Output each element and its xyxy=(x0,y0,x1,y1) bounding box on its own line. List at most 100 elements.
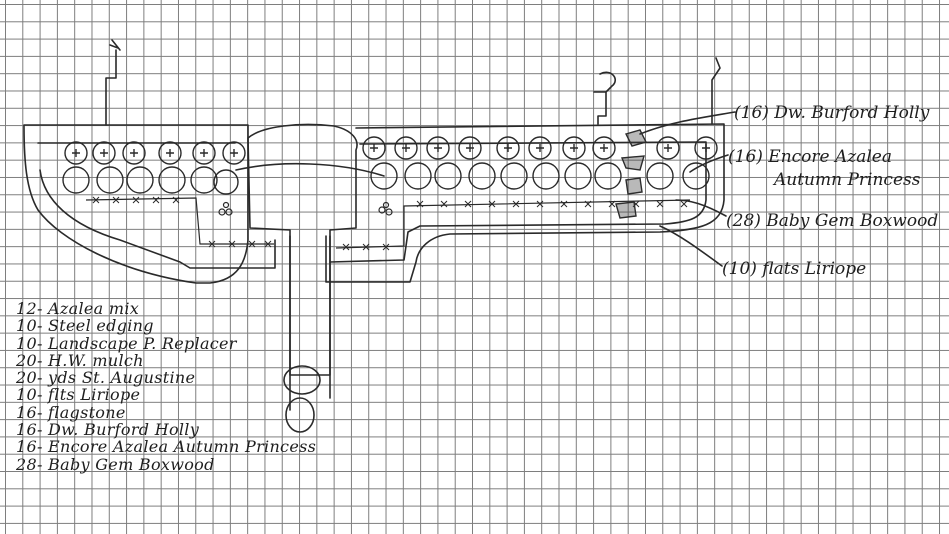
materials-item: 28- Baby Gem Boxwood xyxy=(16,454,215,474)
callout-liriope: (10) flats Liriope xyxy=(722,259,867,279)
azalea-symbol xyxy=(682,162,710,190)
callout-azalea-line1: (16) Encore Azalea xyxy=(728,147,893,167)
flagstone-fill xyxy=(622,156,644,170)
edging-x-mark xyxy=(92,196,100,204)
downspout-middle xyxy=(593,71,616,125)
materials-item: 16- flagstone xyxy=(16,402,126,422)
edging-x-mark xyxy=(536,200,544,208)
materials-item: 20- H.W. mulch xyxy=(16,350,144,370)
edging-x-mark xyxy=(112,196,120,204)
downspout-right xyxy=(711,57,721,125)
flagstone-fill xyxy=(616,202,636,218)
materials-item: 20- yds St. Augustine xyxy=(16,368,196,388)
holly-symbol xyxy=(222,141,246,165)
holly-symbol xyxy=(656,136,680,160)
edging-x-mark xyxy=(464,200,472,208)
holly-symbol xyxy=(192,141,216,165)
boulder-mark xyxy=(382,201,390,209)
holly-mark xyxy=(702,144,710,152)
holly-symbol xyxy=(92,141,116,165)
holly-symbol xyxy=(694,136,718,160)
holly-symbol xyxy=(64,141,88,165)
azalea-symbol xyxy=(532,162,560,190)
boulder-mark xyxy=(385,208,393,216)
holly-symbol xyxy=(362,136,386,160)
holly-mark xyxy=(536,144,544,152)
materials-item: 16- Encore Azalea Autumn Princess xyxy=(16,437,317,457)
materials-item: 10- flts Liriope xyxy=(16,385,141,405)
azalea-symbol xyxy=(564,162,592,190)
boulder-mark xyxy=(378,206,386,214)
holly-mark xyxy=(130,149,138,157)
flagstone-fill xyxy=(626,178,642,194)
flagstone xyxy=(621,155,645,171)
holly-symbol xyxy=(158,141,182,165)
flagstone xyxy=(625,177,643,195)
edging-left xyxy=(85,197,274,245)
edging-x-mark xyxy=(152,196,160,204)
azalea-symbol xyxy=(190,166,218,194)
azalea-symbol xyxy=(500,162,528,190)
holly-mark xyxy=(434,144,442,152)
left-bed-outline xyxy=(23,124,249,284)
flagstone xyxy=(615,201,637,219)
edging-marks xyxy=(92,196,688,251)
holly-mark xyxy=(402,144,410,152)
holly-mark xyxy=(230,149,238,157)
callout-holly: (16) Dw. Burford Holly xyxy=(734,103,930,123)
holly-symbol xyxy=(592,136,616,160)
edging-x-mark xyxy=(512,200,520,208)
edging-x-mark xyxy=(264,240,272,248)
materials-list: 12- Azalea mix 10- Steel edging 10- Land… xyxy=(16,300,316,473)
callout-boxwood: (28) Baby Gem Boxwood xyxy=(726,211,939,231)
stepping-stone xyxy=(285,397,315,433)
edging-right xyxy=(335,199,691,249)
holly-symbol xyxy=(426,136,450,160)
holly-mark xyxy=(466,144,474,152)
materials-item: 10- Steel edging xyxy=(16,316,154,336)
holly-mark xyxy=(370,144,378,152)
flagstone-fill xyxy=(626,130,646,146)
azalea-symbol xyxy=(158,166,186,194)
edging-x-mark xyxy=(248,240,256,248)
holly-mark xyxy=(504,144,512,152)
azalea-symbol xyxy=(646,162,674,190)
stepping-stone xyxy=(283,365,321,395)
holly-mark xyxy=(570,144,578,152)
edging-x-mark xyxy=(132,196,140,204)
holly-mark xyxy=(664,144,672,152)
edging-x-mark xyxy=(416,200,424,208)
azalea-symbol xyxy=(213,169,239,195)
azalea-symbol xyxy=(62,166,90,194)
holly-symbol xyxy=(562,136,586,160)
edging-x-mark xyxy=(362,243,370,251)
leader-holly xyxy=(639,111,736,135)
holly-symbol xyxy=(458,136,482,160)
holly-mark xyxy=(166,149,174,157)
azalea-symbol xyxy=(126,166,154,194)
holly-mark xyxy=(100,149,108,157)
azalea-symbol xyxy=(468,162,496,190)
edging-x-mark xyxy=(342,243,350,251)
azalea-symbol xyxy=(404,162,432,190)
edging-x-mark xyxy=(680,200,688,208)
right-bed-inner-border xyxy=(329,141,707,263)
flagstone xyxy=(624,129,648,147)
right-bed-outline xyxy=(325,123,725,283)
boulder-mark xyxy=(222,201,230,209)
leader-azalea xyxy=(689,154,729,173)
leader-liriope xyxy=(659,225,723,267)
holly-symbol xyxy=(122,141,146,165)
edging-x-mark xyxy=(488,200,496,208)
edging-x-mark xyxy=(584,200,592,208)
materials-item: 16- Dw. Burford Holly xyxy=(16,420,200,440)
azalea-symbol xyxy=(370,162,398,190)
holly-symbol xyxy=(394,136,418,160)
holly-symbol xyxy=(528,136,552,160)
boulder-mark xyxy=(218,208,226,216)
boulder-mark xyxy=(225,208,233,216)
edging-x-mark xyxy=(172,196,180,204)
edging-x-mark xyxy=(382,243,390,251)
